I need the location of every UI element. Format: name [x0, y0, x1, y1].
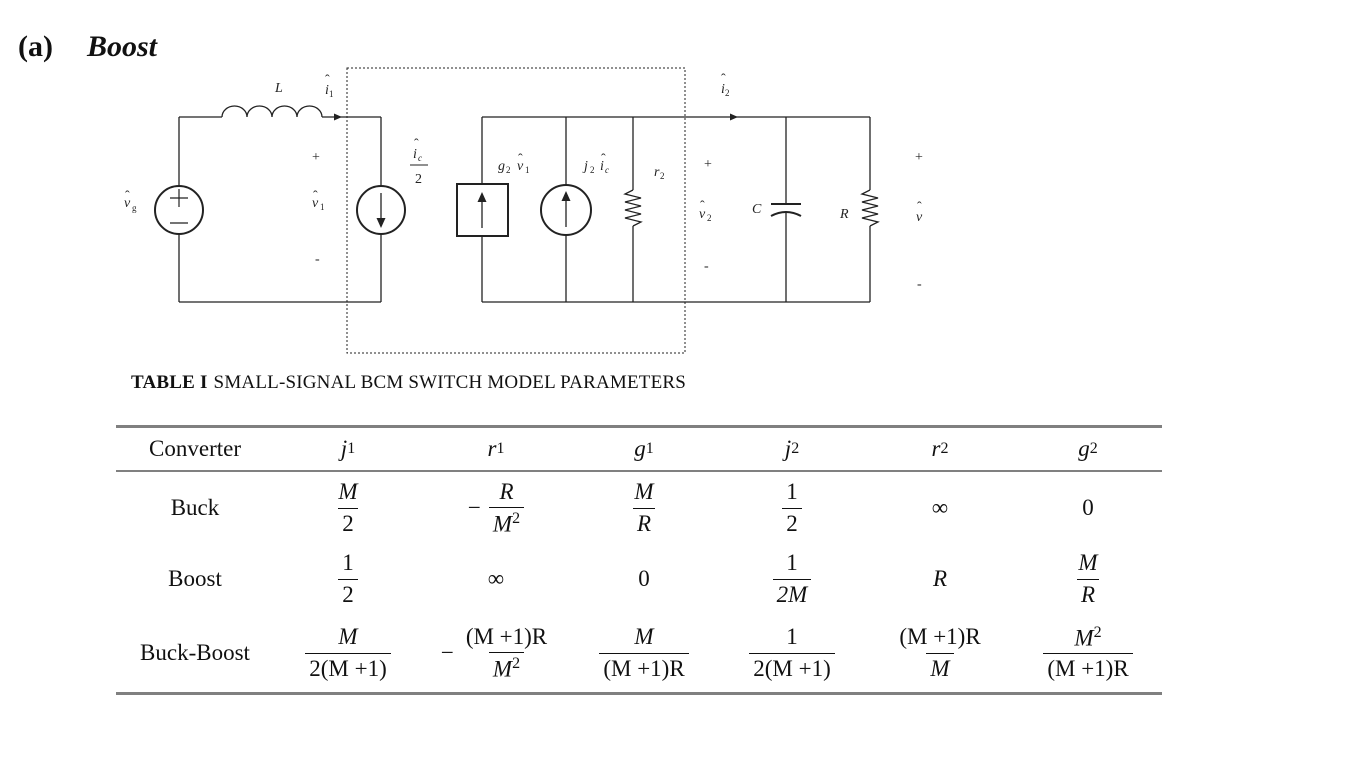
row-name: Buck-Boost: [140, 640, 250, 665]
source-voltage-hat: ˆ: [125, 189, 130, 204]
row-name: Boost: [168, 566, 222, 591]
output-current-label: i: [721, 82, 725, 97]
svg-text:g: g: [132, 203, 137, 213]
svg-text:2: 2: [506, 165, 511, 175]
svg-text:v: v: [517, 159, 524, 174]
j2ic-label: j: [582, 159, 588, 174]
table-bottom-rule: [116, 692, 1162, 695]
svg-text:2: 2: [660, 171, 665, 181]
current-source-ic-icon: [356, 185, 406, 235]
figure-label: (a): [18, 30, 53, 63]
svg-text:2: 2: [590, 165, 595, 175]
cell-g1: M(M +1)R: [570, 625, 718, 680]
ic-label: i: [413, 147, 417, 162]
v2-label: v: [699, 207, 706, 222]
input-current-label: i: [325, 83, 329, 98]
cell-g2: M2(M +1)R: [1014, 624, 1162, 682]
vout-minus: -: [917, 277, 922, 292]
ic-denominator: 2: [415, 172, 422, 187]
v2-plus: +: [704, 157, 712, 172]
svg-text:ˆ: ˆ: [601, 152, 606, 167]
figure-heading: (a) Boost: [18, 30, 157, 64]
r2-label: r: [654, 165, 660, 180]
resistor-label: R: [839, 207, 849, 222]
cell-g2: 0: [1082, 495, 1094, 520]
source-voltage-label: v: [124, 196, 131, 211]
svg-text:1: 1: [525, 165, 530, 175]
table-caption-label: TABLE I: [131, 372, 208, 393]
cell-g1: 0: [638, 566, 650, 591]
input-current-hat: ˆ: [325, 73, 330, 88]
cell-r1: ∞: [487, 566, 505, 591]
dependent-source-g2v1-icon: [456, 183, 509, 237]
v1-hat: ˆ: [313, 189, 318, 204]
current-source-j2ic-icon: [540, 184, 592, 236]
svg-text:2: 2: [725, 88, 730, 98]
svg-text:i: i: [600, 159, 604, 174]
boost-small-signal-circuit: L ˆ i 1 ˆ i 2 ˆ v g + ˆ v 1 - ˆ i c 2 g …: [124, 67, 923, 354]
figure-title: Boost: [86, 30, 158, 63]
ic-hat: ˆ: [414, 137, 419, 152]
input-current-arrow-icon: [334, 113, 342, 121]
svg-text:2: 2: [707, 213, 712, 223]
v2-minus: -: [704, 259, 709, 274]
switch-model-box: [346, 67, 686, 354]
table-header-rule: [116, 470, 1162, 472]
arrow-up-icon: [477, 192, 487, 202]
svg-text:1: 1: [329, 89, 334, 99]
table-caption-text: SMALL-SIGNAL BCM SWITCH MODEL PARAMETERS: [213, 372, 687, 393]
output-current-arrow-icon: [730, 113, 738, 121]
arrow-up-icon: [561, 191, 571, 201]
inductor-label: L: [274, 81, 283, 96]
svg-text:ˆ: ˆ: [518, 152, 523, 167]
arrow-down-icon: [376, 218, 386, 228]
resistor-r2-icon: [623, 189, 643, 227]
header-converter: Converter: [149, 436, 241, 461]
voltage-source-icon: [154, 185, 204, 235]
cell-r2: R: [932, 566, 948, 591]
capacitor-label: C: [752, 202, 762, 217]
row-name: Buck: [170, 495, 220, 520]
cell-r2: ∞: [931, 495, 949, 520]
vout-hat: ˆ: [917, 200, 922, 215]
v1-minus: -: [315, 252, 320, 267]
svg-text:c: c: [605, 165, 609, 175]
table-top-rule: [116, 425, 1162, 428]
v1-label: v: [312, 196, 319, 211]
resistor-r-icon: [860, 189, 880, 227]
vout-label: v: [916, 210, 923, 225]
g2v1-label: g: [498, 159, 505, 174]
inductor-coil: [221, 105, 323, 118]
svg-text:c: c: [418, 153, 422, 163]
v1-plus: +: [312, 150, 320, 165]
svg-text:1: 1: [320, 202, 325, 212]
v2-hat: ˆ: [700, 199, 705, 214]
output-current-hat: ˆ: [721, 72, 726, 87]
vout-plus: +: [915, 150, 923, 165]
